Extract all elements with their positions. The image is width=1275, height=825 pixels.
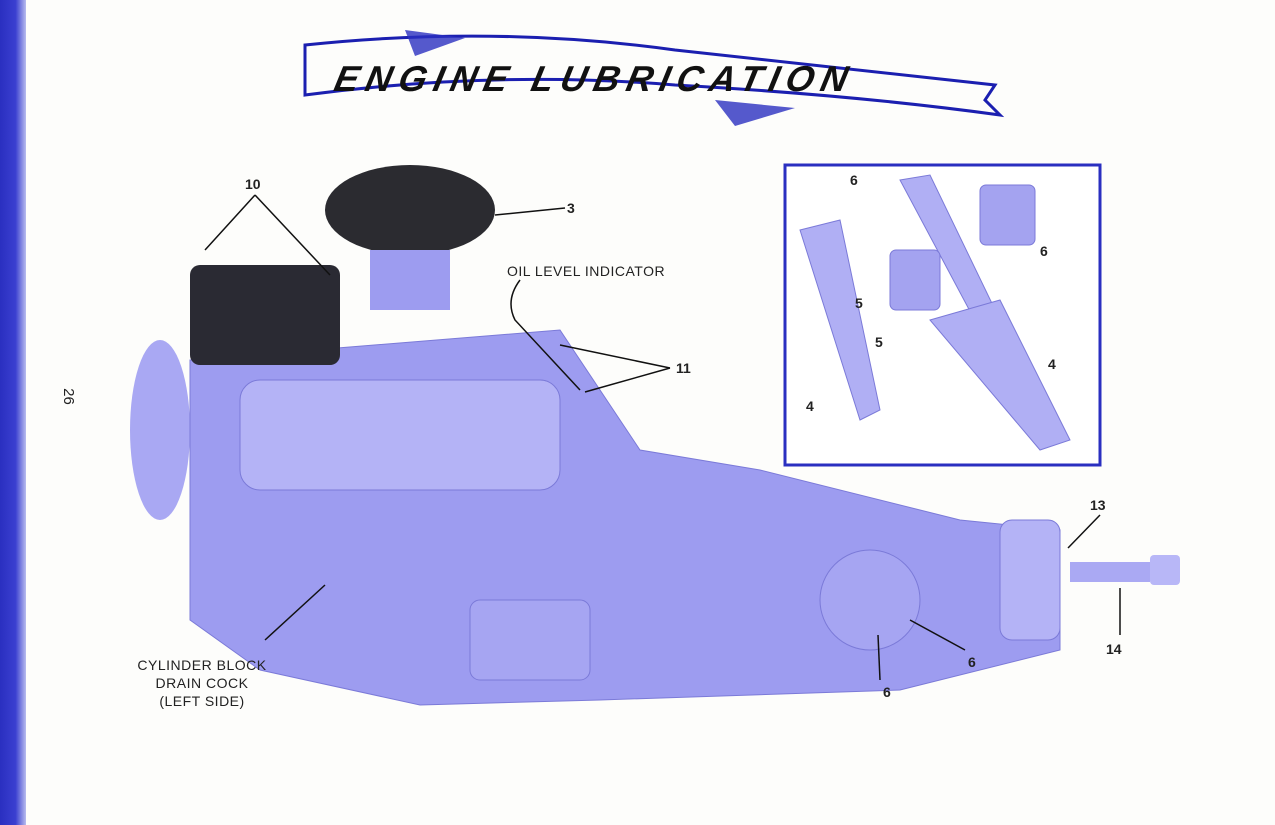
callout-drain-cock: CYLINDER BLOCK DRAIN COCK (LEFT SIDE) (132, 656, 272, 710)
inset-callout-4-left: 4 (806, 398, 814, 414)
page-edge-binding (0, 0, 26, 825)
callout-10: 10 (245, 176, 261, 192)
inset-callout-5-mid: 5 (875, 334, 883, 350)
drain-line-1: CYLINDER BLOCK (137, 657, 267, 673)
callout-3: 3 (567, 200, 575, 216)
inset-callout-6-right: 6 (1040, 243, 1048, 259)
callout-6-right: 6 (968, 654, 976, 670)
drain-line-3: (LEFT SIDE) (159, 693, 245, 709)
callout-6-bottom: 6 (883, 684, 891, 700)
drain-line-2: DRAIN COCK (155, 675, 249, 691)
inset-callout-5-top: 5 (855, 295, 863, 311)
callout-14: 14 (1106, 641, 1122, 657)
callout-13: 13 (1090, 497, 1106, 513)
title-banner (303, 30, 1005, 126)
callout-11: 11 (676, 360, 691, 376)
inset-callout-6-top: 6 (850, 172, 858, 188)
callout-oil-level-indicator: OIL LEVEL INDICATOR (507, 263, 666, 279)
inset-callout-4-right: 4 (1048, 356, 1056, 372)
